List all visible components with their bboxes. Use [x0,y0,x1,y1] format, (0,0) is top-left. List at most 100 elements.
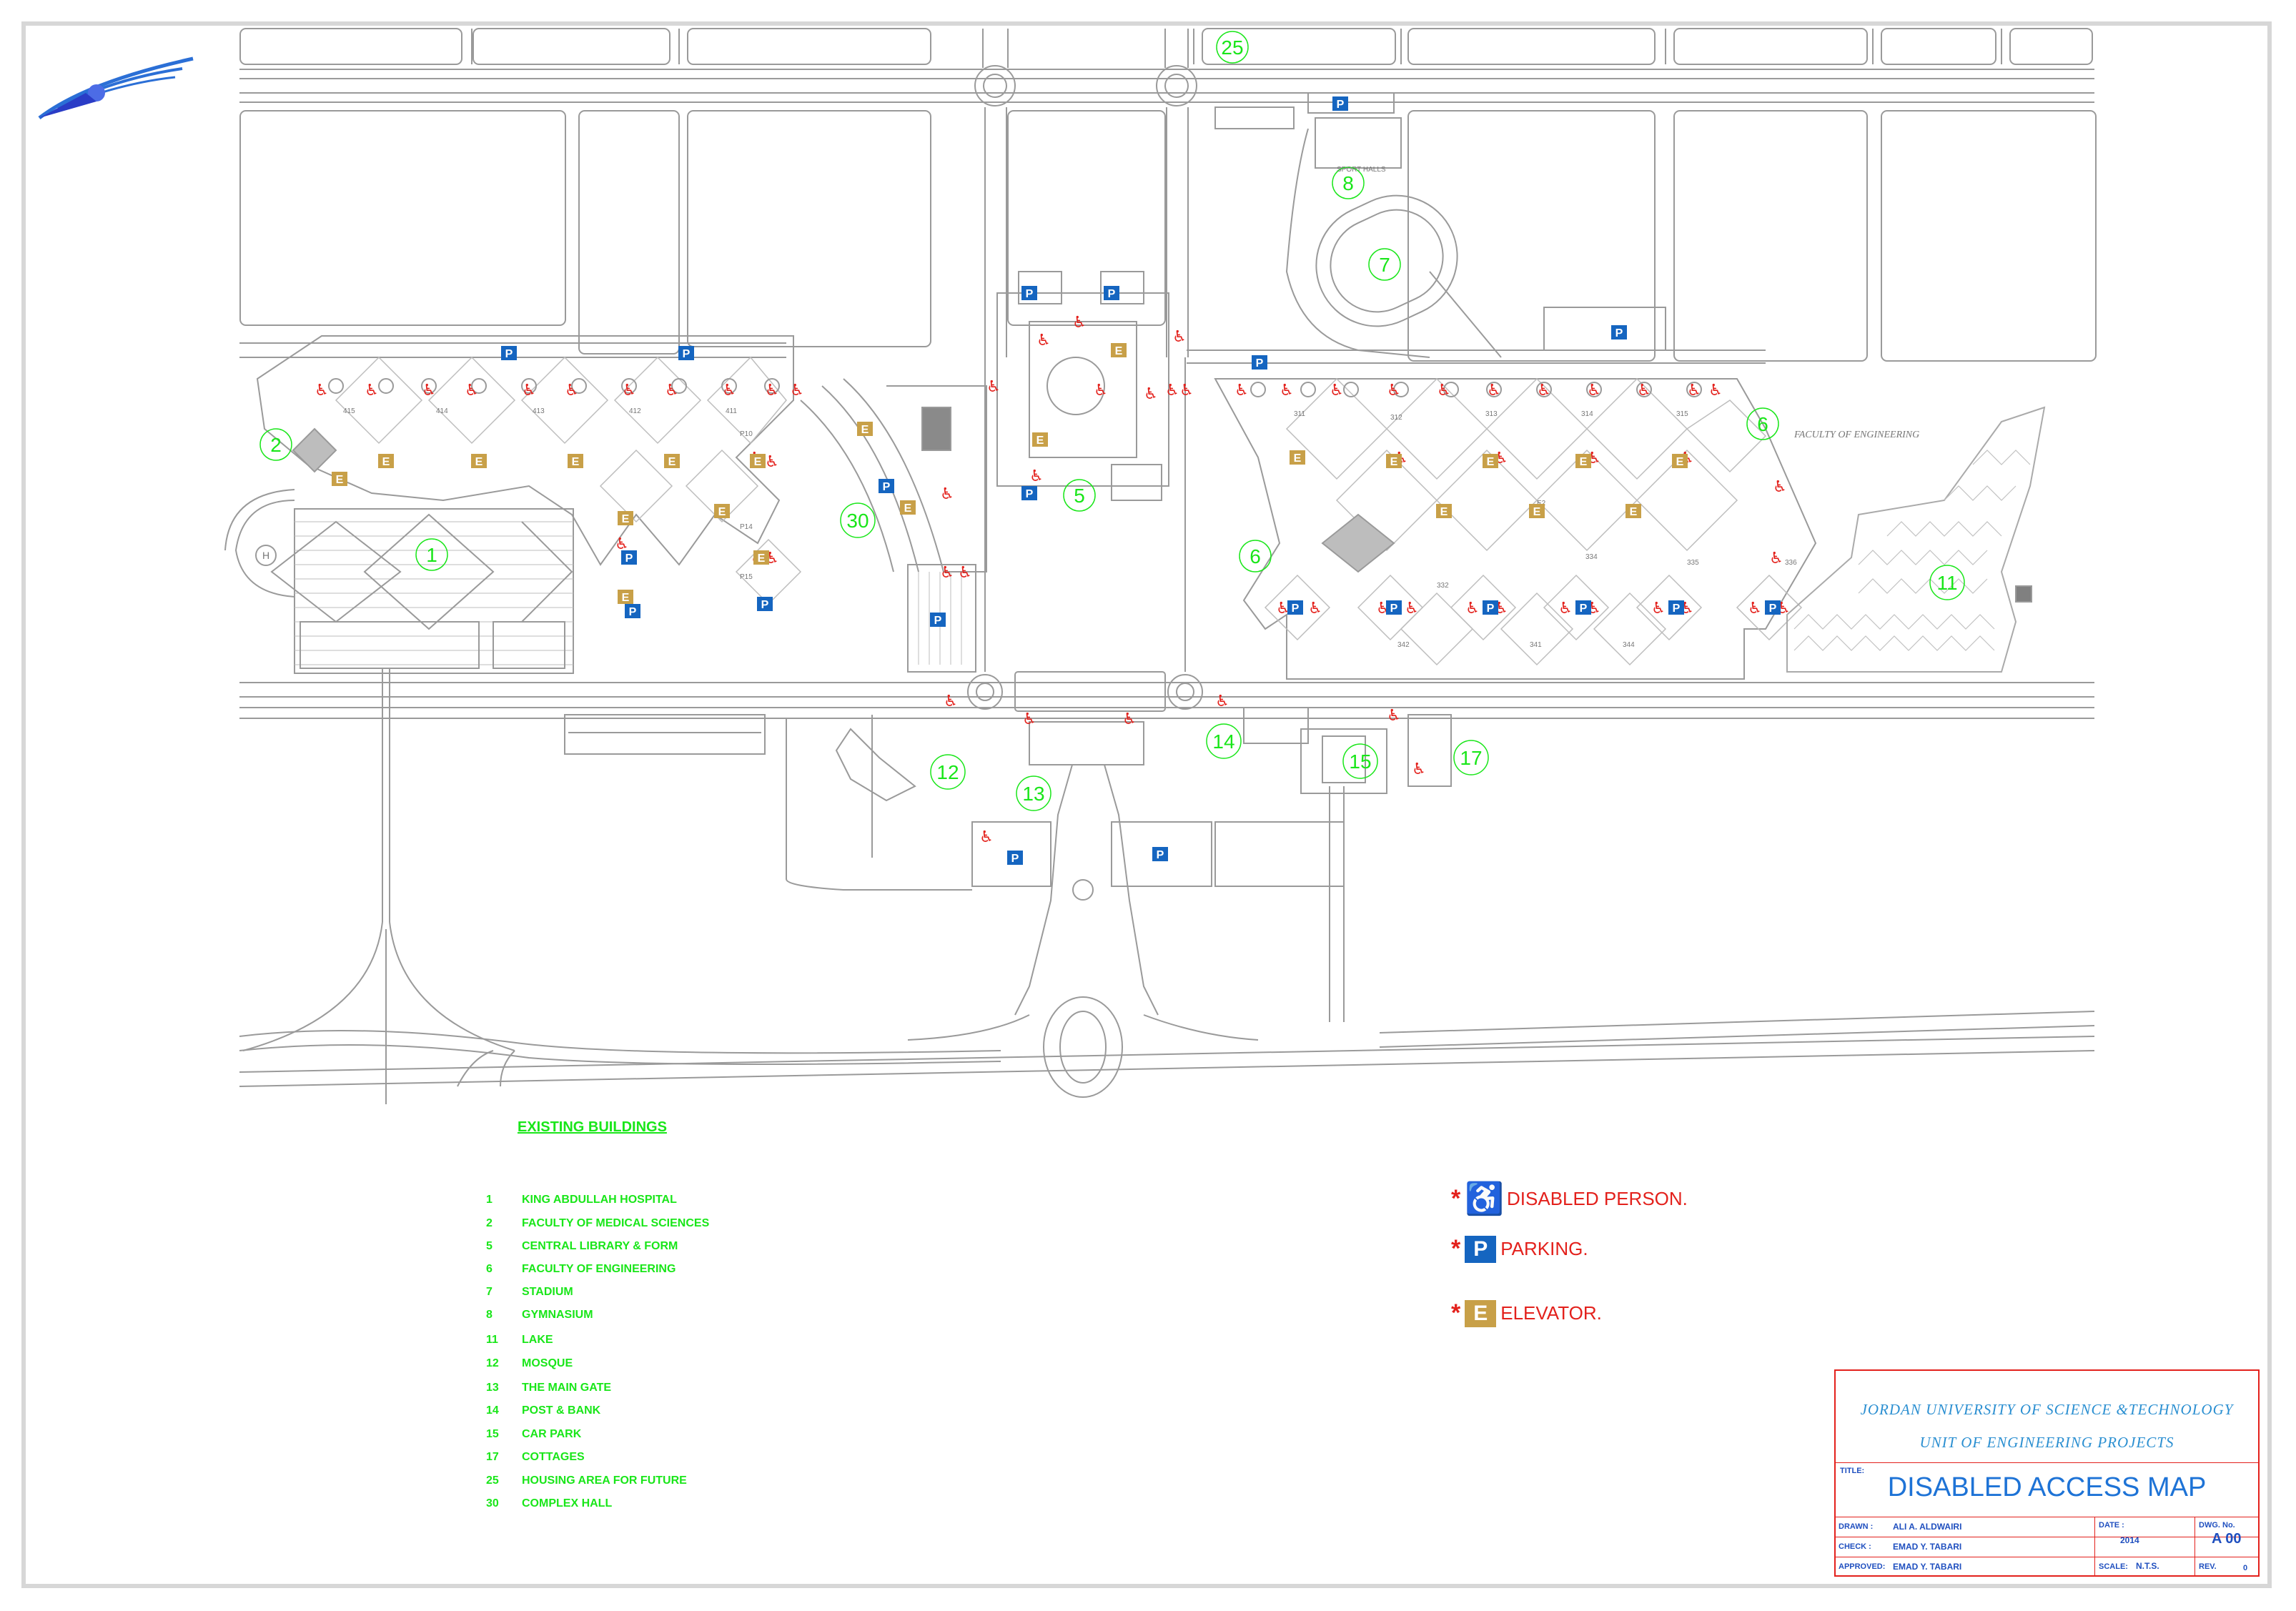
parking-icon: P [678,346,694,360]
check-label: CHECK : [1839,1542,1871,1551]
faculty-of-engineering-label: FACULTY OF ENGINEERING [1793,430,1919,440]
elevator-icon: E [471,454,487,468]
building-marker-12: 12 [930,754,966,790]
engineering-faculty [1214,377,1817,680]
svg-text:E: E [1115,345,1123,357]
helipad-label: H [262,550,269,561]
parking-icon: P [1287,600,1303,615]
elevator-icon: E [753,550,769,565]
library [996,271,1169,501]
symbol-legend-elevator: * E ELEVATOR. [1451,1299,1602,1327]
building-name: KING ABDULLAH HOSPITAL [522,1194,677,1206]
disabled-icon: ♿ [1036,332,1051,350]
disabled-icon: ♿ [1387,382,1401,400]
disabled-icon: ♿ [765,382,779,400]
disabled-icon: ♿ [958,564,972,582]
parking-icon: P [621,550,637,565]
svg-text:P: P [1026,288,1034,300]
parking-icon: P [1021,286,1037,300]
building-name: CENTRAL LIBRARY & FORM [522,1240,678,1252]
disabled-icon: ♿ [1179,382,1194,400]
svg-text:P: P [1390,603,1398,615]
svg-text:13: 13 [1022,783,1044,805]
building-name: STADIUM [522,1286,573,1298]
svg-text:E: E [718,506,726,518]
block-label-344: 344 [1623,641,1635,649]
svg-text:E: E [758,552,766,565]
parking-icon: P [1765,600,1781,615]
elevator-icon: E [1111,343,1127,357]
block-label-314: 314 [1581,410,1593,418]
building-marker-15: 15 [1342,743,1378,779]
svg-text:E: E [1294,452,1302,465]
svg-text:E: E [475,456,483,468]
disabled-icon: ♿ [1172,328,1187,346]
svg-text:E: E [754,456,762,468]
mid-blocks [239,107,2097,364]
parking-icon: P [1611,325,1627,339]
elevator-icon: E [1386,454,1402,468]
parking-icon: P [1252,355,1267,370]
drawn-label: DRAWN : [1839,1522,1874,1531]
parking-icon: P [1668,600,1684,615]
building-name: COMPLEX HALL [522,1497,613,1510]
disabled-person-label: DISABLED PERSON. [1507,1188,1688,1209]
building-number: 15 [486,1428,499,1440]
svg-text:E: E [904,502,912,515]
elevator-icon: E [1436,504,1452,518]
elevator-icon: E [714,504,730,518]
block-label-332: 332 [1437,582,1449,590]
building-name: POST & BANK [522,1404,601,1417]
asterisk: * [1451,1299,1461,1327]
parking-icon: P [501,346,517,360]
disabled-icon: ♿ [1587,382,1601,400]
disabled-icon: ♿ [1651,600,1666,618]
disabled-icon: ♿ [1122,710,1137,728]
disabled-icon: ♿ [986,378,1001,396]
svg-text:P: P [625,552,633,565]
symbol-legend-disabled: * ♿ DISABLED PERSON. [1451,1183,1688,1214]
parking-icon: P [625,604,640,618]
parking-icon: P [1386,600,1402,615]
svg-text:14: 14 [1212,730,1234,753]
parking-icon: P [757,597,773,611]
building-number: 17 [486,1451,499,1463]
building-name: LAKE [522,1334,553,1346]
building-number: 6 [486,1263,493,1275]
drawn-value: ALI A. ALDWAIRI [1893,1522,1962,1532]
sport-halls-label: SPORT HALLS [1337,166,1386,174]
disabled-icon: ♿ [1748,600,1762,618]
map-small-labels: SPORT HALLS FACULTY OF ENGINEERING H 415… [262,166,1919,649]
block-label-313: 313 [1485,410,1498,418]
disabled-icon: ♿ [615,535,629,553]
building-number: 25 [486,1474,499,1487]
building-marker-6b: 6 [1746,407,1779,440]
disabled-icon: ♿ [1412,760,1426,778]
parking-symbols: PPPPPPPPPPPPPPPPPPPPPP [501,96,1781,865]
building-list-item: 6 FACULTY OF ENGINEERING [486,1263,676,1276]
university-logo [38,56,194,119]
svg-text:P: P [1256,357,1264,370]
building-name: GYMNASIUM [522,1309,593,1321]
svg-text:P: P [1673,603,1681,615]
block-label-312: 312 [1390,414,1402,422]
parking-icon: P [1021,486,1037,500]
elevator-icon: E [332,472,347,486]
building-marker-2: 2 [259,428,292,461]
svg-text:P: P [1108,288,1116,300]
svg-text:P: P [1487,603,1495,615]
svg-text:7: 7 [1379,254,1390,276]
scale-value: N.T.S. [2136,1561,2159,1571]
disabled-icon: ♿ [790,382,804,400]
building-name: FACULTY OF ENGINEERING [522,1263,676,1275]
building-number: 30 [486,1497,499,1510]
hospital-complex [224,489,574,674]
unit-name: UNIT OF ENGINEERING PROJECTS [1919,1434,2174,1451]
disabled-icon: ♿ [1280,382,1294,400]
block-label-415: 415 [343,407,355,415]
